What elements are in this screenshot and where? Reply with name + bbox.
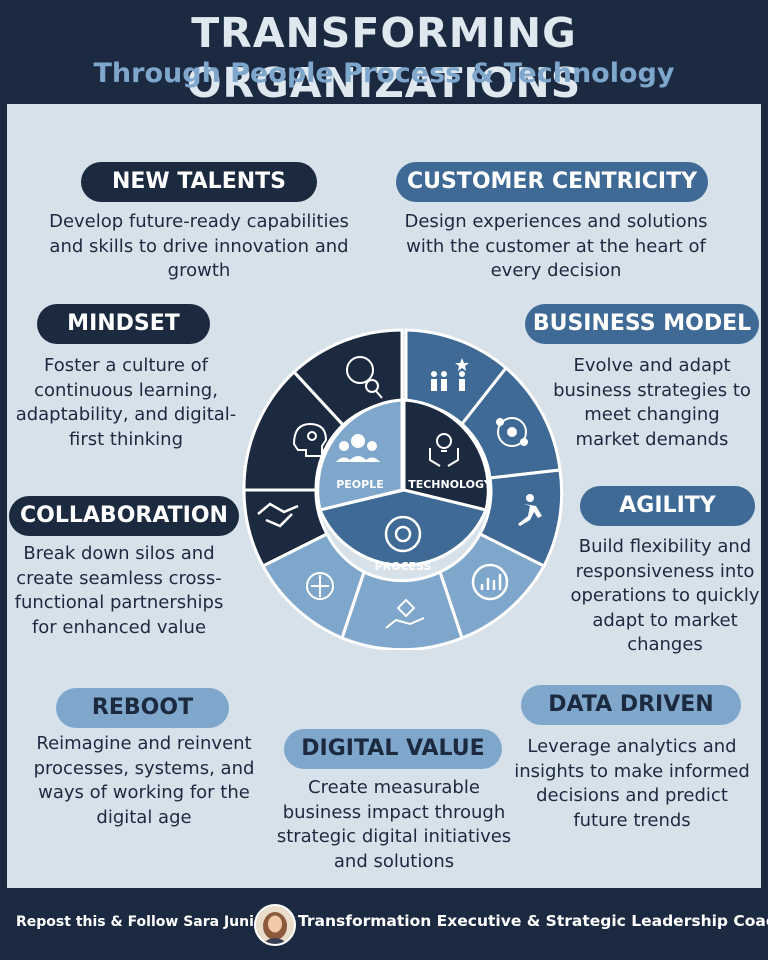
ppt-wheel-diagram: PEOPLE TECHNOLOGY PROCESS xyxy=(242,328,564,650)
desc-reboot: Reimagine and reinvent processes, system… xyxy=(33,733,255,828)
page-subtitle: Through People Process & Technology xyxy=(93,58,675,89)
label-reboot: REBOOT xyxy=(56,688,229,728)
desc-mindset: Foster a culture of continuous learning,… xyxy=(15,355,237,450)
brain-circuit-icon xyxy=(306,572,334,600)
hand-diamond-icon xyxy=(385,598,425,629)
network-cycle-icon xyxy=(496,417,528,447)
center-label-people: PEOPLE xyxy=(336,478,384,491)
hands-lightbulb-icon xyxy=(429,433,459,467)
label-digital-value: DIGITAL VALUE xyxy=(284,729,502,769)
desc-data-driven: Leverage analytics and insights to make … xyxy=(514,736,750,831)
desc-digital-value: Create measurable business impact throug… xyxy=(276,777,512,872)
center-label-process: PROCESS xyxy=(375,560,432,573)
label-mindset: MINDSET xyxy=(37,304,210,344)
label-business-model: BUSINESS MODEL xyxy=(525,304,759,344)
label-new-talents: NEW TALENTS xyxy=(81,162,317,202)
header: TRANSFORMING ORGANIZATIONS Through Peopl… xyxy=(0,0,768,107)
chart-gear-icon xyxy=(471,563,509,601)
gear-cycle-icon xyxy=(384,515,422,553)
desc-customer-centricity: Design experiences and solutions with th… xyxy=(404,211,708,281)
label-collaboration: COLLABORATION xyxy=(9,496,239,536)
author-title: Transformation Executive & Strategic Lea… xyxy=(298,912,768,930)
author-avatar xyxy=(254,904,296,946)
desc-agility: Build flexibility and responsiveness int… xyxy=(570,536,760,655)
page-title: TRANSFORMING ORGANIZATIONS xyxy=(186,9,582,107)
label-agility: AGILITY xyxy=(580,486,755,526)
people-group-icon xyxy=(336,434,380,462)
desc-new-talents: Develop future-ready capabilities and sk… xyxy=(49,211,349,281)
handshake-icon xyxy=(257,502,299,528)
people-star-icon xyxy=(431,358,469,391)
label-data-driven: DATA DRIVEN xyxy=(521,685,741,725)
runner-icon xyxy=(518,494,542,526)
center-label-technology: TECHNOLOGY xyxy=(408,478,493,491)
desc-collaboration: Break down silos and create seamless cro… xyxy=(14,543,224,638)
avatar-portrait-icon xyxy=(256,906,294,944)
label-customer-centricity: CUSTOMER CENTRICITY xyxy=(396,162,708,202)
head-lightbulb-icon xyxy=(346,356,383,399)
footer: Repost this & Follow Sara Junio Transfor… xyxy=(0,888,768,960)
head-gears-icon xyxy=(292,422,328,457)
desc-business-model: Evolve and adapt business strategies to … xyxy=(553,355,751,450)
follow-cta: Repost this & Follow Sara Junio xyxy=(16,914,264,930)
inner-core xyxy=(316,398,490,567)
